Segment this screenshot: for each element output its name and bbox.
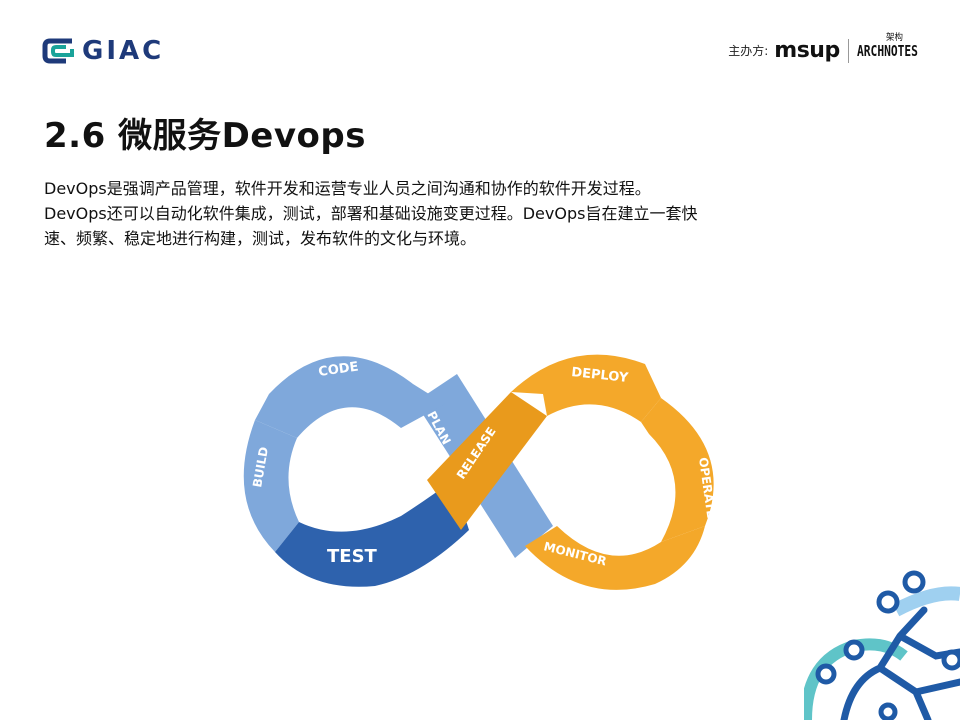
giac-logo-icon [42, 38, 74, 64]
corner-node-icon [878, 702, 898, 720]
giac-logo: GIAC [42, 36, 164, 66]
build-segment [243, 420, 299, 552]
devops-infinity-diagram: CODE BUILD TEST PLAN RELEASE DEPLOY OPER… [243, 354, 718, 590]
sponsor-bar: 主办方: msup ARCHNOTES 架构 [728, 33, 918, 64]
test-segment [275, 480, 469, 587]
description-line-2: DevOps还可以自动化软件集成，测试，部署和基础设施变更过程。DevOps旨在… [44, 204, 698, 223]
corner-node-icon [815, 663, 837, 685]
test-label: TEST [327, 546, 378, 567]
code-label: CODE [317, 360, 359, 380]
operate-segment [641, 398, 714, 542]
release-segment [427, 392, 547, 530]
corner-node-icon [876, 590, 900, 614]
corner-light-arc [892, 586, 960, 617]
archnotes-logo: ARCHNOTES 架构 [856, 33, 918, 60]
corner-node-icon [902, 570, 926, 594]
sponsor-label: 主办方: [728, 44, 769, 58]
corner-network-lines [840, 606, 960, 720]
deploy-segment [511, 354, 661, 422]
corner-node-icon [843, 639, 865, 661]
slide-title: 2.6 微服务Devops [44, 116, 366, 156]
msup-logo: msup [774, 38, 840, 63]
description-line-3: 速、频繁、稳定地进行构建，测试，发布软件的文化与环境。 [44, 229, 477, 248]
slide-description: DevOps是强调产品管理，软件开发和运营专业人员之间沟通和协作的软件开发过程。… [44, 176, 824, 251]
description-line-1: DevOps是强调产品管理，软件开发和运营专业人员之间沟通和协作的软件开发过程。 [44, 179, 651, 198]
corner-decoration [804, 570, 960, 720]
corner-node-icon [941, 649, 960, 671]
code-segment [255, 356, 445, 438]
monitor-segment [525, 526, 705, 590]
deploy-label: DEPLOY [571, 365, 630, 386]
archnotes-logo-text: ARCHNOTES [856, 41, 918, 60]
sponsor-divider [847, 38, 849, 63]
archnotes-logo-sup: 架构 [885, 32, 903, 43]
giac-logo-text: GIAC [82, 36, 165, 66]
